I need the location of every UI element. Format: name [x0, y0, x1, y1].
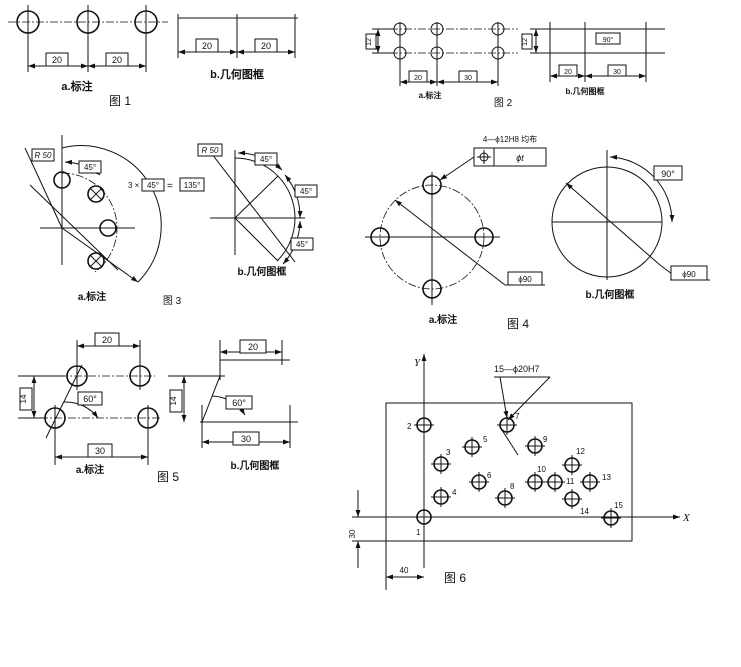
fig1-annotated: 20 20 a.标注 — [8, 5, 168, 93]
fig6-hole-label-12: 12 — [576, 447, 585, 456]
fig6-hole-label-10: 10 — [537, 465, 546, 474]
fig4-label-a: a.标注 — [429, 313, 457, 326]
fig4-hole-spec: 4—ϕ12H8 均布 — [483, 134, 537, 144]
fig5-annotated: 20 30 14 60° a.标注 — [18, 332, 160, 476]
fig3-geometric-frame: R 50 45° 45° 45° b.几何图框 — [197, 143, 318, 278]
fig6-dim-30: 30 — [348, 529, 357, 538]
fig3-equals: = — [167, 181, 173, 192]
fig6-caption: 图 6 — [444, 571, 466, 585]
fig6-hole-label-4: 4 — [452, 488, 457, 497]
fig3-annotated: R 50 45° 3 × 45° = 135° a.标注 — [24, 135, 205, 303]
fig5-frame-dim-30: 30 — [241, 434, 251, 444]
fig2-dim-30: 30 — [464, 75, 472, 82]
fig1-dim-1: 20 — [52, 55, 62, 65]
fig6-holes — [414, 415, 621, 528]
fig5-caption: 图 5 — [157, 470, 179, 484]
fig5-frame-dim-14: 14 — [169, 396, 178, 405]
fig6-hole-label-2: 2 — [407, 422, 412, 431]
fig6-hole-label-14: 14 — [580, 507, 589, 516]
fig1-frame-dim-2: 20 — [261, 41, 271, 51]
fig6-dim-40: 40 — [400, 566, 409, 575]
fig1-frame-dim-1: 20 — [202, 41, 212, 51]
fig2-angle: 90° — [603, 36, 614, 44]
fig2-frame-dim-20: 20 — [564, 69, 572, 76]
fig6-hole-label-11: 11 — [566, 477, 575, 486]
fig5-label-a: a.标注 — [76, 463, 104, 476]
fig6-hole-label-15: 15 — [614, 501, 623, 510]
figure-3: R 50 45° 3 × 45° = 135° a.标注 R 50 45° 45… — [24, 135, 318, 307]
fig5-frame-angle: 60° — [232, 398, 246, 408]
fig4-label-b: b.几何图框 — [586, 288, 635, 301]
fig1-dim-2: 20 — [112, 55, 122, 65]
fig5-angle: 60° — [83, 394, 97, 404]
fig1-label-a: a.标注 — [61, 79, 92, 93]
fig2-label-a: a.标注 — [419, 90, 442, 100]
figure-1: 20 20 a.标注 20 20 b.几何图框 图 1 — [8, 5, 298, 108]
fig4-annotated: ϕ90 4—ϕ12H8 均布 ϕt a.标注 — [365, 134, 547, 326]
fig6-hole-label-1: 1 — [416, 528, 421, 537]
fig3-count-prefix: 3 × — [128, 181, 140, 190]
fig3-label-b: b.几何图框 — [238, 265, 287, 278]
fig2-dim-20: 20 — [414, 75, 422, 82]
fig2-label-b: b.几何图框 — [565, 86, 604, 96]
fig3-frame-angle-3: 45° — [296, 240, 308, 249]
fig6-hole-spec: 15—ϕ20H7 — [494, 364, 540, 374]
fig3-frame-radius: R 50 — [202, 146, 219, 155]
fig4-caption: 图 4 — [507, 317, 529, 331]
figure-5: 20 30 14 60° a.标注 20 30 14 60° b.几何图框 — [18, 332, 298, 484]
fig3-label-a: a.标注 — [78, 290, 106, 303]
figure-6: Y X 15—ϕ20H7 1 2 3 4 5 6 7 8 9 10 11 12 … — [348, 354, 691, 590]
fig5-geometric-frame: 20 30 14 60° b.几何图框 — [168, 339, 298, 472]
fig3-frame-angle-2: 45° — [300, 187, 312, 196]
fig2-frame-dim-12: 12 — [522, 38, 529, 46]
fig5-dim-20: 20 — [102, 335, 112, 345]
fig2-dim-12: 12 — [366, 38, 373, 46]
fig1-label-b: b.几何图框 — [210, 67, 264, 81]
fig6-axis-x: X — [682, 512, 691, 524]
fig1-caption: 图 1 — [109, 94, 131, 108]
fig6-hole-label-3: 3 — [446, 448, 451, 457]
fig5-frame-dim-20: 20 — [248, 342, 258, 352]
fig6-hole-label-13: 13 — [602, 473, 611, 482]
fig4-diameter: ϕ90 — [518, 275, 532, 284]
fig6-hole-label-7: 7 — [515, 412, 520, 421]
fig3-radius: R 50 — [35, 151, 52, 160]
fig6-hole-label-5: 5 — [483, 435, 488, 444]
fig5-dim-14: 14 — [19, 394, 28, 403]
fig6-hole-labels: 1 2 3 4 5 6 7 8 9 10 11 12 13 14 15 — [407, 412, 623, 537]
fig3-frame-angle-1: 45° — [260, 155, 272, 164]
figure-2: 12 20 30 a.标注 12 90° 20 30 b.几何图框 图 2 — [365, 22, 665, 109]
fig6-hole-label-9: 9 — [543, 435, 548, 444]
figure-4: ϕ90 4—ϕ12H8 均布 ϕt a.标注 ϕ90 90° b.几何图框 图 … — [365, 134, 710, 331]
fig2-geometric-frame: 12 90° 20 30 b.几何图框 — [521, 22, 665, 96]
fig4-frame-angle: 90° — [661, 169, 675, 179]
fig6-plate — [385, 402, 633, 542]
fig2-annotated: 12 20 30 a.标注 — [365, 22, 518, 100]
fig2-caption: 图 2 — [494, 97, 513, 109]
fig3-caption: 图 3 — [163, 295, 182, 307]
fig6-hole-label-8: 8 — [510, 482, 515, 491]
fig2-frame-dim-30: 30 — [613, 69, 621, 76]
fig4-tolerance: ϕt — [516, 153, 524, 163]
fig6-axis-y: Y — [414, 357, 422, 369]
fig4-frame-diameter: ϕ90 — [682, 270, 696, 279]
fig5-dim-30: 30 — [95, 446, 105, 456]
fig5-label-b: b.几何图框 — [231, 459, 280, 472]
fig3-total-angle: 135° — [184, 181, 201, 190]
fig4-geometric-frame: ϕ90 90° b.几何图框 — [551, 150, 710, 301]
fig3-angle-1: 45° — [84, 163, 96, 172]
fig3-angle-2: 45° — [147, 181, 159, 190]
fig1-geometric-frame: 20 20 b.几何图框 — [177, 14, 298, 81]
fig6-hole-label-6: 6 — [487, 471, 492, 480]
